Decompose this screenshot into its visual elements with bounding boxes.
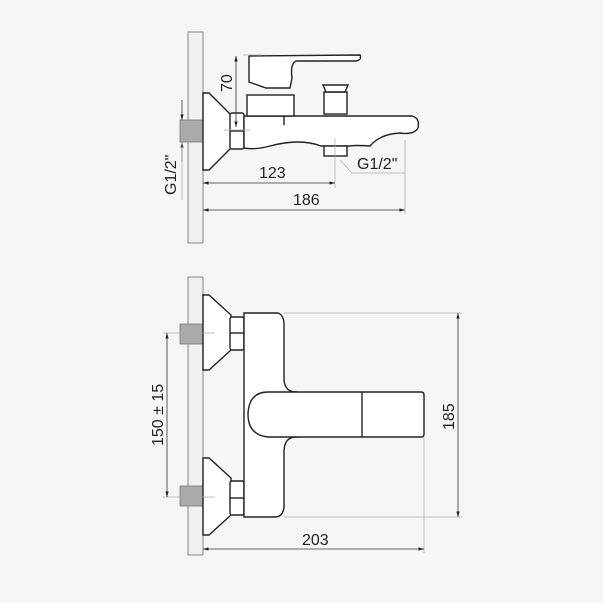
escutcheon-top: [202, 294, 232, 371]
handle-base: [246, 94, 295, 117]
escutcheon: [202, 92, 232, 171]
total-depth-label: 203: [302, 532, 329, 549]
outlet: [323, 145, 348, 157]
side-view: 70 G1/2" G1/2" 123 186: [163, 31, 420, 244]
outlet-thread-label: G1/2": [357, 156, 397, 173]
height-label: 70: [219, 74, 236, 92]
inlet-thread: [179, 119, 204, 143]
inlet-spacing-label: 150 ± 15: [150, 384, 167, 446]
wall: [187, 276, 204, 556]
body-height-label: 185: [441, 403, 458, 430]
inlet-thread-top: [179, 323, 204, 345]
lever-handle: [247, 391, 425, 438]
escutcheon-bottom: [202, 457, 232, 536]
diverter-knob: [323, 91, 348, 115]
spout: [243, 115, 420, 150]
front-view: 185 150 ± 15 203: [150, 276, 462, 556]
outlet-distance-label: 123: [259, 165, 286, 182]
spout-length-label: 186: [293, 192, 320, 209]
inlet-thread-bottom: [179, 485, 204, 507]
lever: [248, 54, 362, 89]
inlet-thread-label: G1/2": [163, 155, 180, 195]
